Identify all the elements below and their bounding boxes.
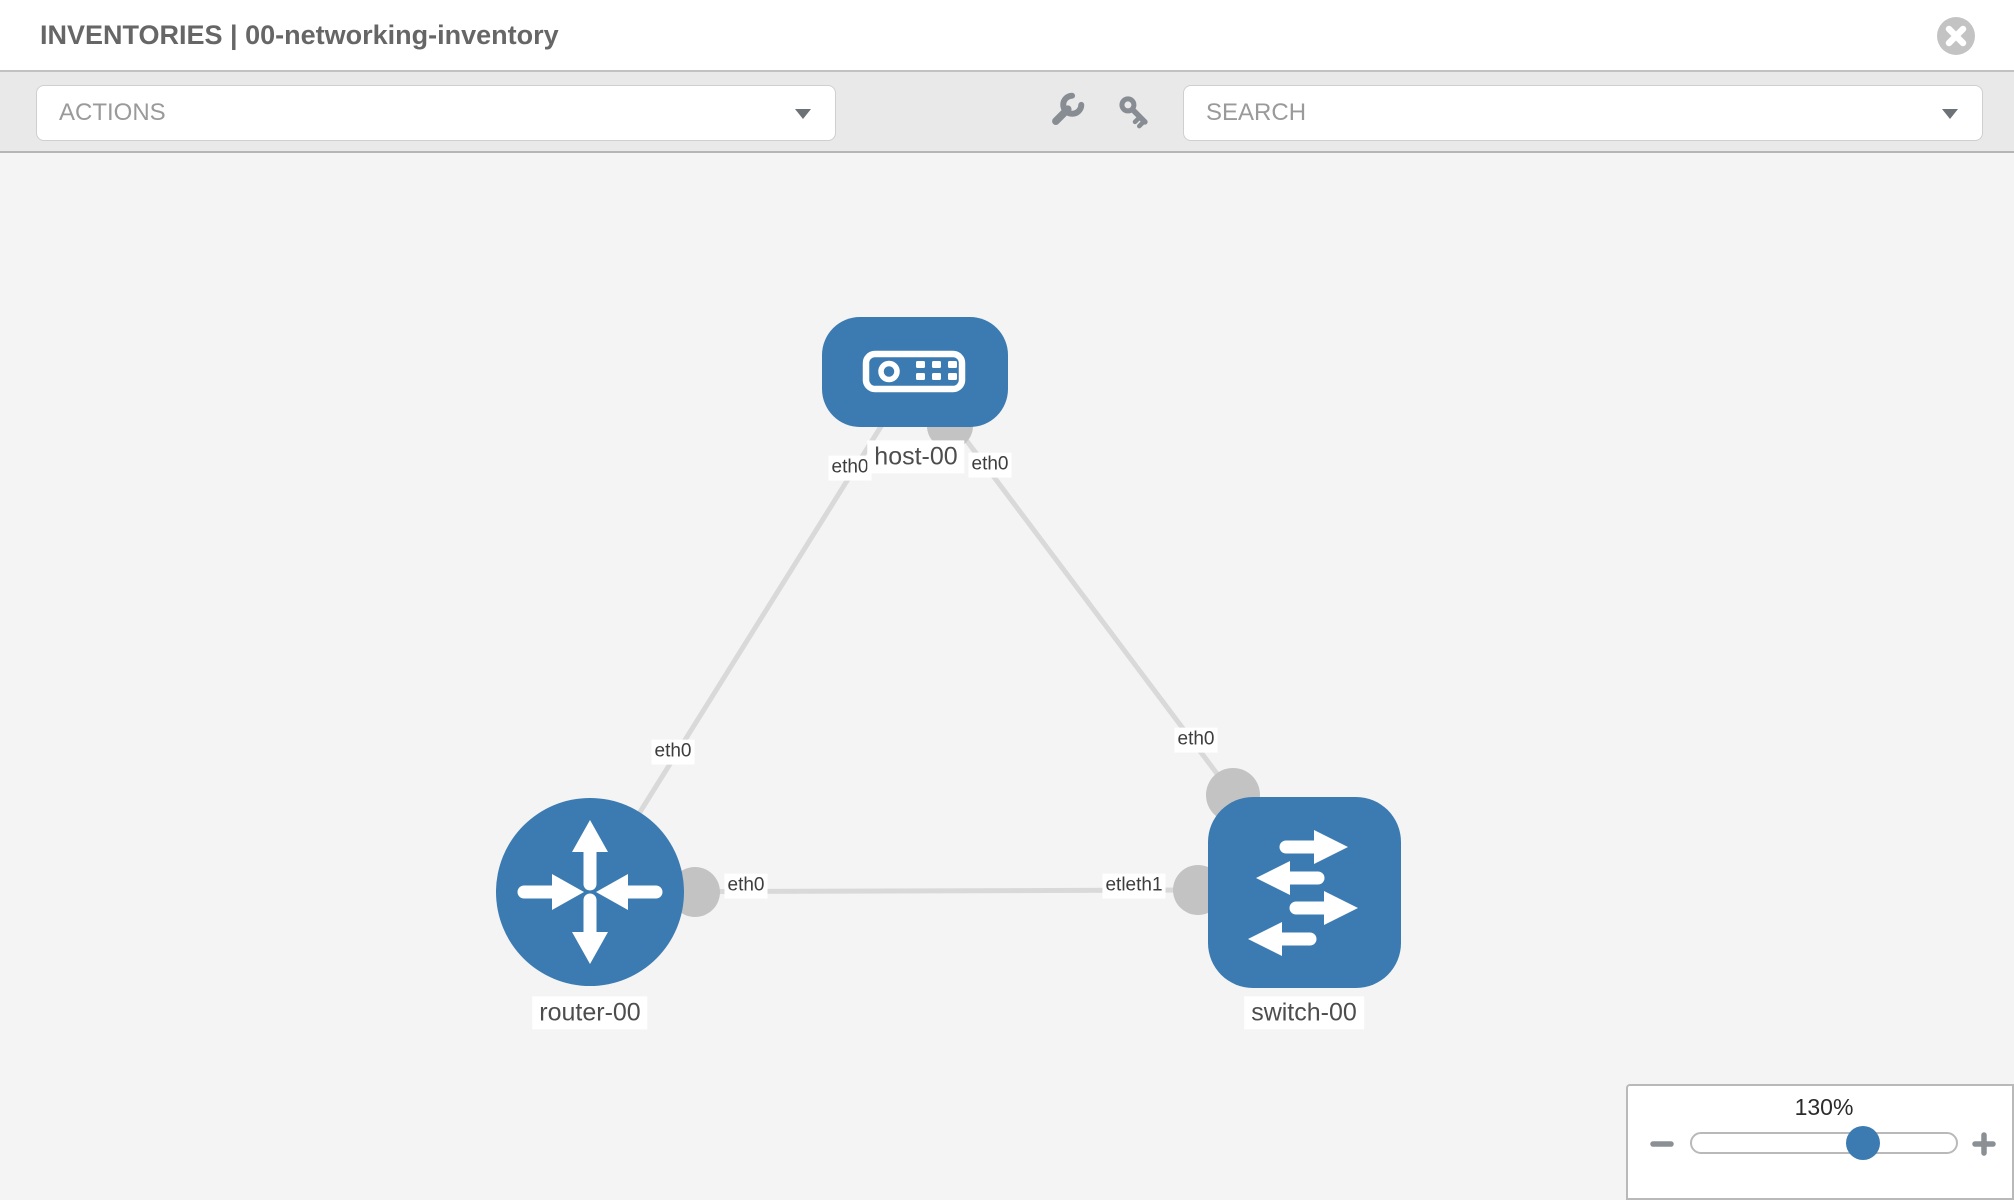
actions-dropdown[interactable]: ACTIONS <box>36 85 836 141</box>
key-button[interactable] <box>1111 88 1159 136</box>
wrench-icon <box>1052 92 1085 125</box>
router-icon <box>517 820 663 964</box>
node-label: router-00 <box>532 996 648 1030</box>
server-icon <box>862 350 966 393</box>
plus-icon <box>1972 1132 1996 1156</box>
search-dropdown[interactable]: SEARCH <box>1183 85 1983 141</box>
node-label: switch-00 <box>1244 996 1364 1030</box>
node-router-00[interactable] <box>496 798 684 986</box>
header: INVENTORIES | 00-networking-inventory <box>0 0 2014 70</box>
switch-icon <box>1248 830 1358 956</box>
node-host-00[interactable] <box>822 317 1008 427</box>
toolbar: ACTIONS SEARCH <box>0 70 2014 153</box>
interface-label: eth0 <box>828 455 872 481</box>
zoom-out-button[interactable] <box>1648 1130 1676 1158</box>
link-host-switch[interactable] <box>913 370 1235 797</box>
chevron-down-icon <box>795 109 811 119</box>
page-title: INVENTORIES | 00-networking-inventory <box>40 19 559 50</box>
node-label: host-00 <box>867 440 965 474</box>
actions-dropdown-label: ACTIONS <box>59 99 166 126</box>
interface-label: eth0 <box>968 452 1012 478</box>
close-button[interactable] <box>1937 17 1975 55</box>
zoom-slider[interactable] <box>1690 1132 1958 1154</box>
key-icon <box>1119 96 1148 129</box>
zoom-level-label: 130% <box>1794 1094 1854 1120</box>
zoom-slider-handle[interactable] <box>1846 1126 1880 1160</box>
interface-label: eth0 <box>1174 727 1218 753</box>
close-icon <box>1937 17 1975 55</box>
interface-label: eth0 <box>651 739 695 765</box>
zoom-in-button[interactable] <box>1970 1130 1998 1158</box>
minus-icon <box>1650 1141 1674 1147</box>
interface-label: etleth1 <box>1102 873 1166 899</box>
chevron-down-icon <box>1942 109 1958 119</box>
tools-button[interactable] <box>1041 88 1089 136</box>
node-switch-00[interactable] <box>1208 797 1401 988</box>
interface-label: eth0 <box>724 873 768 899</box>
search-dropdown-label: SEARCH <box>1206 99 1307 126</box>
zoom-panel: 130% <box>1626 1084 2014 1200</box>
